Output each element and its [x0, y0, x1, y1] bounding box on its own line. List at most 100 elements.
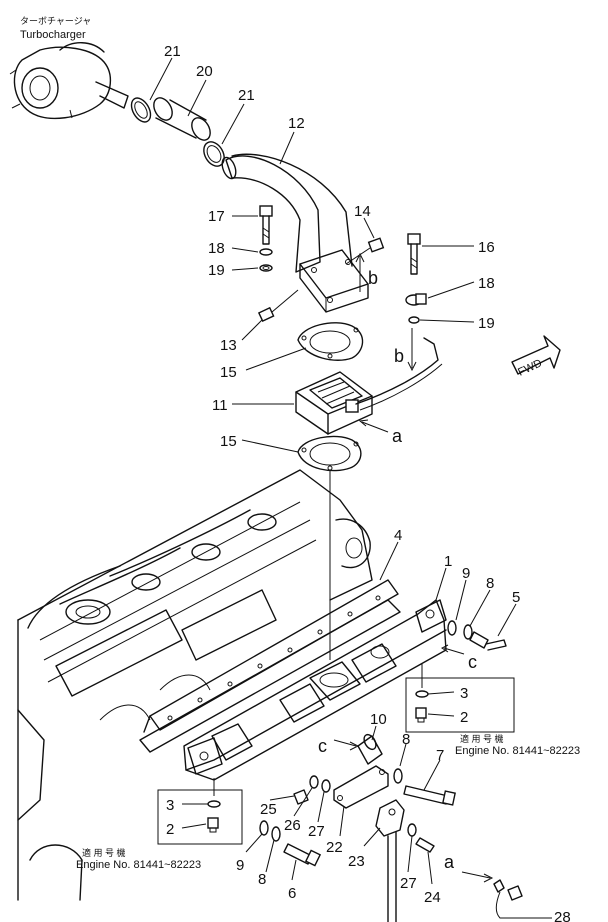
applicability-left-jp: 適 用 号 機 — [82, 847, 126, 858]
washer-27-a — [321, 779, 331, 793]
callout-22: 22 — [326, 839, 343, 856]
callout-25: 25 — [260, 801, 277, 818]
callout-21-a: 21 — [164, 43, 181, 60]
washer-8-b — [393, 768, 403, 784]
applicability-right-en: Engine No. 81441~82223 — [455, 745, 580, 757]
washer-3-b — [207, 800, 221, 808]
fwd-arrow-icon — [511, 335, 561, 375]
washer-9-a — [447, 620, 457, 636]
callout-1: 1 — [444, 553, 452, 570]
callout-3-b: 3 — [166, 797, 174, 814]
callout-17: 17 — [208, 208, 225, 225]
exhaust-manifold-1 — [183, 599, 447, 781]
valve-body-11 — [295, 337, 443, 435]
callout-27-a: 27 — [308, 823, 325, 840]
engine-block — [17, 469, 373, 901]
sensor-23 — [375, 799, 405, 922]
plug-14 — [345, 237, 385, 265]
washer-19-a — [259, 264, 273, 272]
callout-4: 4 — [394, 527, 402, 544]
callout-6: 6 — [288, 885, 296, 902]
callout-12: 12 — [288, 115, 305, 132]
callout-28: 28 — [554, 909, 571, 922]
plug-2-a — [415, 707, 427, 723]
clamp-21-a — [130, 97, 152, 123]
callout-14: 14 — [354, 203, 371, 220]
letter-b-lower: b — [394, 346, 404, 366]
callout-5: 5 — [512, 589, 520, 606]
fitting-18-b — [405, 293, 427, 306]
bolt-24 — [415, 837, 435, 853]
clamp-21-b — [203, 141, 225, 167]
callout-18-a: 18 — [208, 240, 225, 257]
callout-8-c: 8 — [258, 871, 266, 888]
callout-10: 10 — [370, 711, 387, 728]
washer-8-a — [463, 624, 473, 640]
letter-c-left: c — [318, 736, 327, 756]
bracket-22 — [333, 765, 389, 809]
callout-15-b: 15 — [220, 433, 237, 450]
callout-9-a: 9 — [462, 565, 470, 582]
inset-box-right — [405, 677, 515, 733]
fwd-label: FWD — [516, 357, 544, 378]
gasket-4 — [139, 579, 401, 753]
callout-9-b: 9 — [236, 857, 244, 874]
callout-20: 20 — [196, 63, 213, 80]
callout-19-a: 19 — [208, 262, 225, 279]
nipple-13 — [257, 289, 299, 322]
connector-12 — [221, 153, 369, 313]
callout-13: 13 — [220, 337, 237, 354]
gasket-15-lower — [297, 435, 362, 472]
callout-8-b: 8 — [402, 731, 410, 748]
callout-27-b: 27 — [400, 875, 417, 892]
letter-b-upper: b — [368, 268, 378, 288]
hose-20 — [153, 97, 211, 141]
reference-arrows — [333, 252, 494, 883]
callout-21-b: 21 — [238, 87, 255, 104]
bolt-5 — [469, 631, 507, 651]
applicability-right-jp: 適 用 号 機 — [460, 733, 504, 744]
callout-16: 16 — [478, 239, 495, 256]
sleeve-10 — [357, 733, 383, 765]
callout-3-a: 3 — [460, 685, 468, 702]
bolt-6 — [283, 843, 322, 867]
callout-26: 26 — [284, 817, 301, 834]
callout-19-b: 19 — [478, 315, 495, 332]
washer-19-b — [408, 316, 420, 324]
washer-8-c — [271, 826, 281, 842]
callout-24: 24 — [424, 889, 441, 906]
callout-7: 7 — [436, 747, 444, 764]
letter-a-bottom: a — [444, 852, 455, 872]
inset-box-left — [157, 789, 243, 845]
washer-18-a — [259, 248, 273, 256]
nut-25 — [293, 789, 309, 805]
turbocharger-label-jp: ターボチャージャ — [20, 16, 91, 26]
letter-a-right: a — [392, 426, 403, 446]
bolt-17 — [259, 205, 273, 245]
callout-15-a: 15 — [220, 364, 237, 381]
reference-letters: b b a c c a — [318, 268, 477, 872]
washer-3-a — [415, 690, 429, 698]
plug-2-b — [207, 817, 219, 833]
letter-c-right: c — [468, 652, 477, 672]
callout-23: 23 — [348, 853, 365, 870]
callout-18-b: 18 — [478, 275, 495, 292]
turbocharger-label-en: Turbocharger — [20, 29, 86, 41]
callout-2-b: 2 — [166, 821, 174, 838]
washer-9-b — [259, 820, 269, 836]
bolt-16 — [407, 233, 421, 275]
applicability-left-en: Engine No. 81441~82223 — [76, 859, 201, 871]
bolt-7 — [403, 785, 456, 806]
callout-11: 11 — [212, 397, 228, 414]
callout-2-a: 2 — [460, 709, 468, 726]
wire-28 — [493, 879, 540, 919]
washer-27-b — [407, 823, 417, 837]
gasket-15-upper — [297, 322, 364, 361]
callout-numbers: 21 20 21 12 17 18 19 14 16 18 19 13 15 1… — [164, 43, 571, 922]
callout-8-a: 8 — [486, 575, 494, 592]
leader-lines — [149, 57, 552, 919]
washer-26 — [309, 775, 319, 789]
turbocharger — [9, 42, 129, 120]
